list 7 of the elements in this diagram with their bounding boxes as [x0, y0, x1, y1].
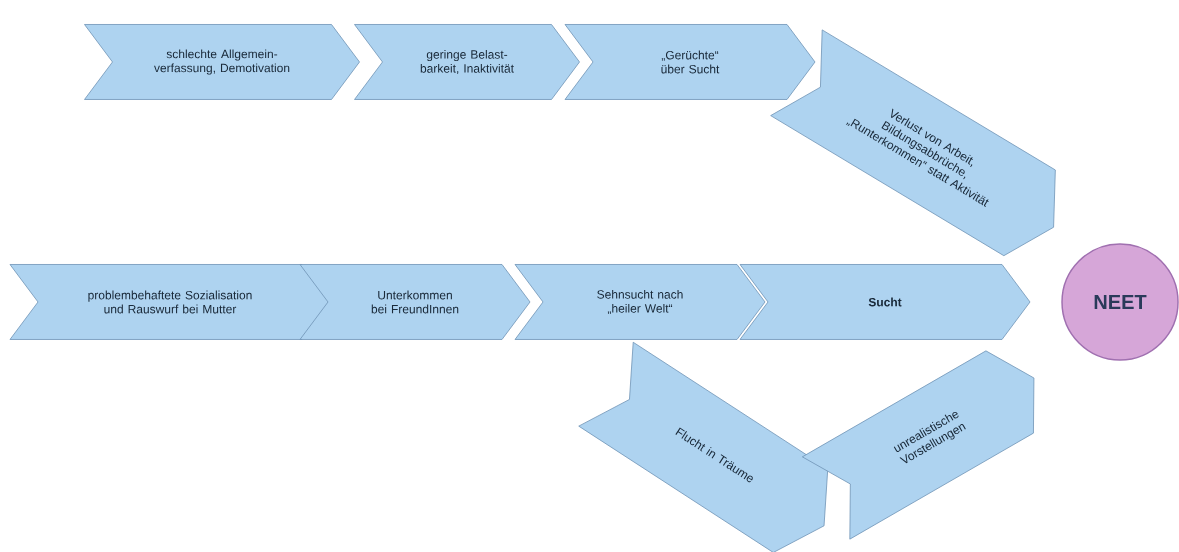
process-step: Unterkommen bei FreundInnen — [299, 264, 531, 340]
process-step: problembehaftete Sozialisation und Rauswurf bei Mutter — [9, 264, 331, 340]
process-step: schlechte Allgemein-verfassung, Demotivation — [84, 24, 360, 100]
process-step: Sucht — [739, 264, 1031, 340]
process-step: geringe Belast-barkeit, Inaktivität — [354, 24, 580, 100]
process-step: Sehnsucht nach „heiler Welt“ — [514, 264, 766, 340]
process-step: „Gerüchte“ über Sucht — [564, 24, 816, 100]
